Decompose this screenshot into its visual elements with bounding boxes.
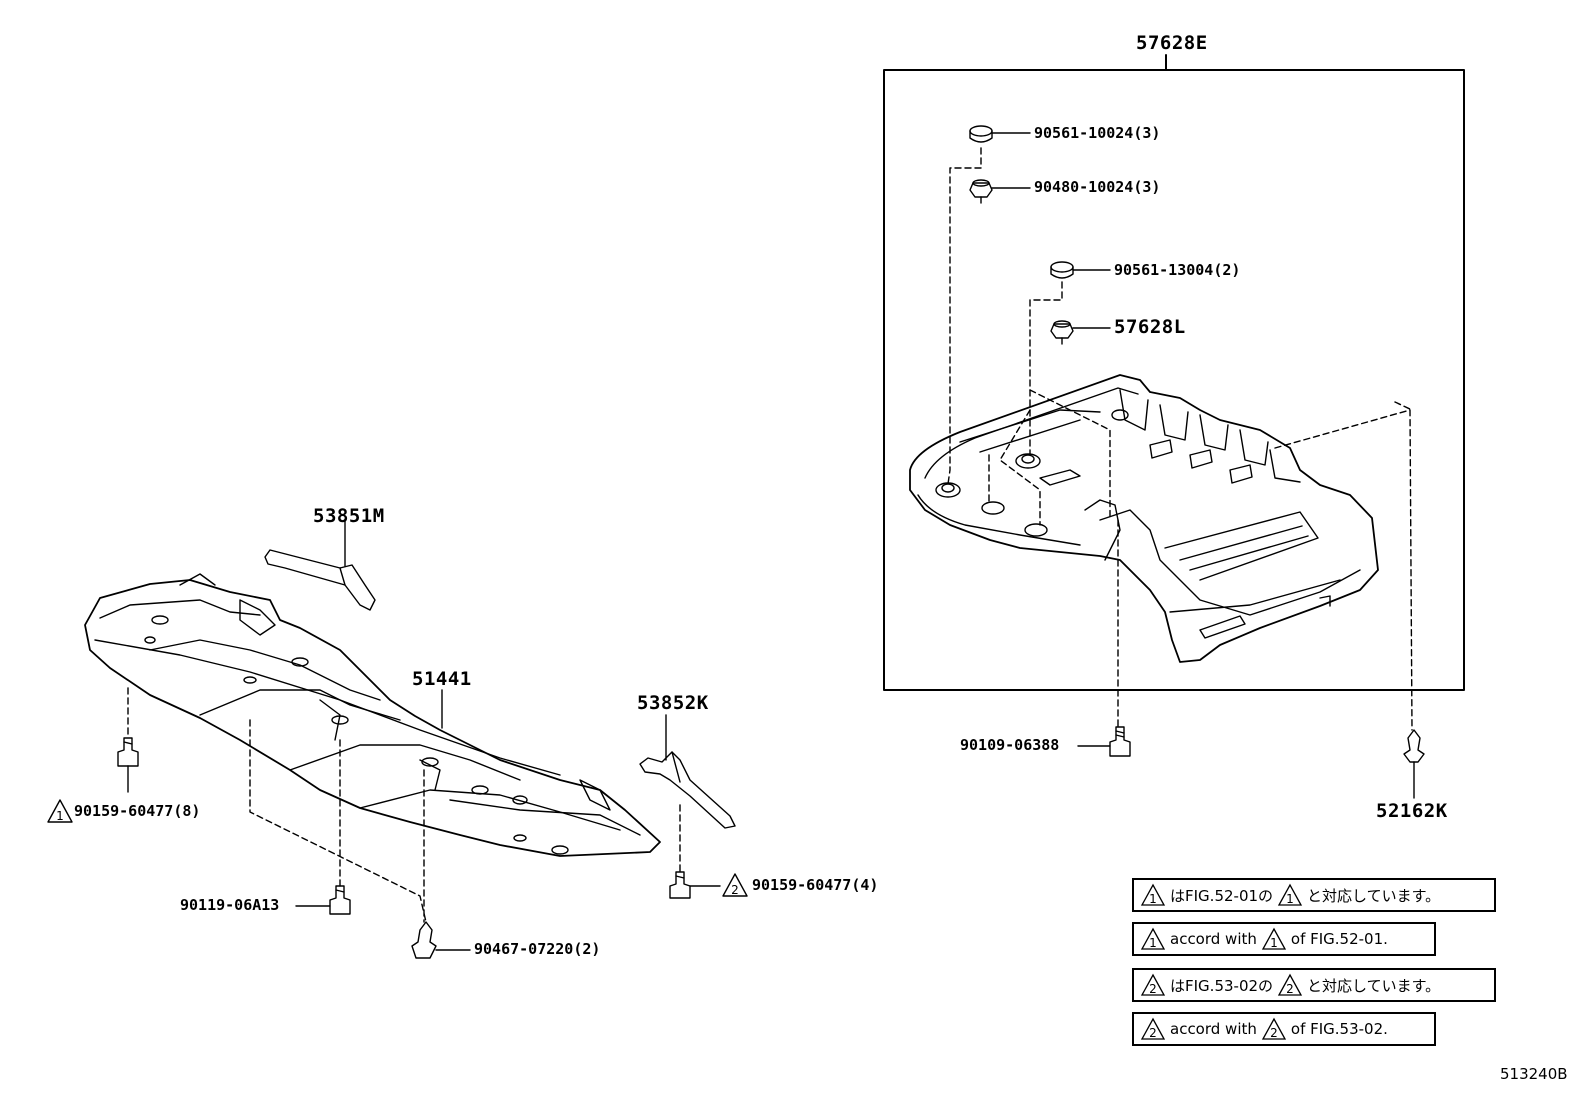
label-90109-06388: 90109-06388	[960, 736, 1060, 754]
bolt-90159-60477-8	[117, 737, 139, 767]
triangle-mark-icon: 2	[1261, 1017, 1286, 1040]
bolt-90119-06A13	[329, 885, 351, 915]
note-1-ja-post: と対応しています。	[1307, 886, 1441, 905]
nut-90480-10024	[969, 179, 993, 198]
label-90561-13004: 90561-13004(2)	[1114, 261, 1241, 279]
note-1-en-post: of FIG.52-01.	[1290, 930, 1388, 948]
note-2-en-pre: accord with	[1170, 1020, 1257, 1038]
svg-text:2: 2	[1286, 982, 1294, 996]
label-90119-06A13: 90119-06A13	[180, 896, 280, 914]
svg-text:1: 1	[1286, 892, 1294, 906]
bracket-53851M	[264, 549, 376, 611]
triangle-mark-icon: 2	[1277, 973, 1303, 996]
svg-text:1: 1	[1149, 892, 1157, 906]
triangle-mark-1-text: 1	[56, 809, 64, 823]
note-2-ja-post: と対応しています。	[1307, 976, 1441, 995]
group-box-57628E	[883, 69, 1465, 691]
label-51441: 51441	[412, 668, 472, 690]
triangle-mark-icon: 2	[1140, 1017, 1166, 1040]
clip-90561-10024	[969, 125, 993, 143]
clip-52162K	[1403, 729, 1425, 763]
triangle-mark-2	[722, 873, 748, 897]
triangle-mark-1	[47, 799, 73, 823]
triangle-mark-icon: 1	[1140, 927, 1166, 950]
nut-57628L	[1050, 320, 1074, 339]
triangle-mark-2-text: 2	[731, 883, 739, 897]
note-1-ja: 1 はFIG.52-01の 1 と対応しています。	[1132, 878, 1496, 912]
note-1-ja-pre: はFIG.52-01の	[1170, 886, 1274, 905]
label-90159-60477-4: 90159-60477(4)	[752, 876, 879, 894]
svg-text:2: 2	[1149, 982, 1157, 996]
note-2-ja: 2 はFIG.53-02の 2 と対応しています。	[1132, 968, 1496, 1002]
svg-text:2: 2	[1270, 1026, 1278, 1040]
triangle-mark-icon: 2	[1140, 973, 1166, 996]
svg-text:2: 2	[1149, 1026, 1157, 1040]
note-1-en: 1 accord with 1 of FIG.52-01.	[1132, 922, 1436, 956]
label-53851M: 53851M	[313, 505, 385, 527]
triangle-mark-icon: 1	[1277, 883, 1303, 906]
label-90467-07220: 90467-07220(2)	[474, 940, 601, 958]
label-90480-10024: 90480-10024(3)	[1034, 178, 1161, 196]
label-57628E: 57628E	[1136, 32, 1208, 54]
label-90561-10024: 90561-10024(3)	[1034, 124, 1161, 142]
svg-text:1: 1	[1270, 936, 1278, 950]
engine-under-cover-57628E	[909, 374, 1379, 663]
bracket-53852K	[639, 751, 736, 829]
bolt-90159-60477-4	[669, 871, 691, 899]
label-90159-60477-8: 90159-60477(8)	[74, 802, 201, 820]
triangle-mark-icon: 1	[1140, 883, 1166, 906]
note-1-en-pre: accord with	[1170, 930, 1257, 948]
figure-code: 513240B	[1500, 1065, 1568, 1083]
clip-90561-13004	[1050, 261, 1074, 279]
triangle-mark-icon: 1	[1261, 927, 1286, 950]
note-2-ja-pre: はFIG.53-02の	[1170, 976, 1274, 995]
label-57628L: 57628L	[1114, 316, 1186, 338]
engine-under-cover-51441	[84, 573, 661, 857]
note-2-en: 2 accord with 2 of FIG.53-02.	[1132, 1012, 1436, 1046]
label-53852K: 53852K	[637, 692, 709, 714]
note-2-en-post: of FIG.53-02.	[1290, 1020, 1388, 1038]
clip-90467-07220	[411, 921, 437, 959]
bolt-90109-06388	[1109, 726, 1131, 757]
label-52162K: 52162K	[1376, 800, 1448, 822]
svg-text:1: 1	[1149, 936, 1157, 950]
